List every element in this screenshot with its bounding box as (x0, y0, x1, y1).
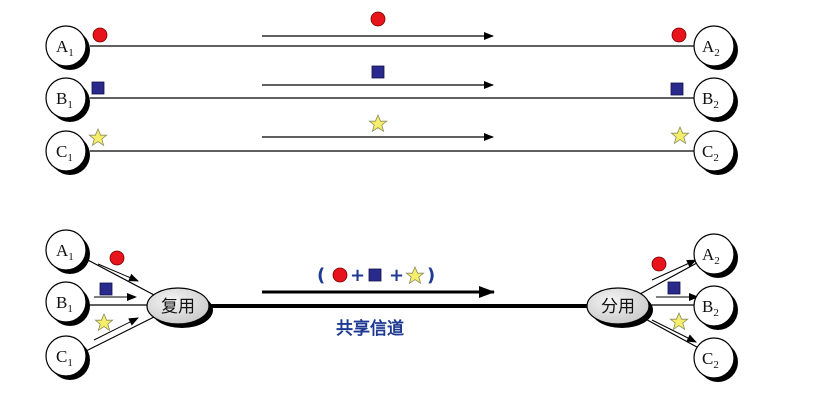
svg-text:B2: B2 (702, 89, 719, 111)
red-circle-icon (370, 11, 386, 27)
svg-text:B1: B1 (56, 293, 73, 315)
feed-line-a1 (83, 257, 157, 297)
plus-sign: + (389, 265, 404, 286)
out-arrow-c2 (651, 319, 697, 343)
close-paren: ) (427, 265, 435, 286)
composite-signal-label: ( + + ) (317, 265, 435, 286)
svg-text:A1: A1 (56, 37, 74, 59)
svg-text:C1: C1 (56, 347, 73, 369)
navy-square-icon (371, 65, 385, 79)
svg-text:B1: B1 (56, 89, 73, 111)
yellow-star-icon (94, 312, 114, 332)
feed-line-c1 (83, 315, 157, 353)
node-a1-bottom: A1 (45, 229, 90, 274)
mux-label: 复用 (161, 297, 195, 317)
red-circle-icon (332, 267, 348, 283)
node-c2-top: C2 (693, 130, 738, 175)
yellow-star-icon (88, 127, 108, 147)
node-a2-top: A2 (693, 25, 738, 70)
red-circle-icon (92, 27, 108, 43)
svg-text:A1: A1 (56, 241, 74, 263)
navy-square-icon (99, 282, 113, 296)
node-b2-top: B2 (693, 77, 738, 122)
out-arrow-a2 (651, 259, 697, 281)
demux-label: 分用 (601, 297, 635, 317)
yellow-star-icon (368, 113, 388, 133)
svg-text:C2: C2 (702, 349, 719, 371)
shared-channel-caption: 共享信道 (336, 318, 404, 339)
navy-square-icon (91, 81, 105, 95)
node-b1-top: B1 (45, 77, 90, 122)
svg-text:A2: A2 (702, 245, 720, 267)
yellow-star-icon (669, 311, 689, 331)
node-c1-bottom: C1 (45, 335, 90, 380)
node-a1-top: A1 (45, 25, 90, 70)
navy-square-icon (667, 281, 681, 295)
feed-arrow-a1 (97, 263, 139, 282)
svg-text:C1: C1 (56, 142, 73, 164)
node-c1-top: C1 (45, 130, 90, 175)
node-b2-bottom: B2 (693, 285, 738, 330)
feed-arrow-c1 (93, 317, 139, 341)
demux-hub: 分用 (586, 287, 653, 328)
red-circle-icon (671, 27, 687, 43)
yellow-star-icon (405, 265, 425, 285)
open-paren: ( (317, 265, 325, 286)
svg-text:B2: B2 (702, 297, 719, 319)
yellow-star-icon (670, 125, 690, 145)
red-circle-icon (651, 256, 667, 272)
node-a2-bottom: A2 (693, 233, 738, 278)
navy-square-icon (368, 268, 382, 282)
node-b1-bottom: B1 (45, 281, 90, 326)
out-line-c2 (639, 315, 707, 353)
node-c2-bottom: C2 (693, 337, 738, 382)
red-circle-icon (109, 250, 125, 266)
svg-text:C2: C2 (702, 142, 719, 164)
mux-hub: 复用 (146, 287, 213, 328)
navy-square-icon (670, 82, 684, 96)
plus-sign: + (350, 265, 365, 286)
svg-text:A2: A2 (702, 37, 720, 59)
